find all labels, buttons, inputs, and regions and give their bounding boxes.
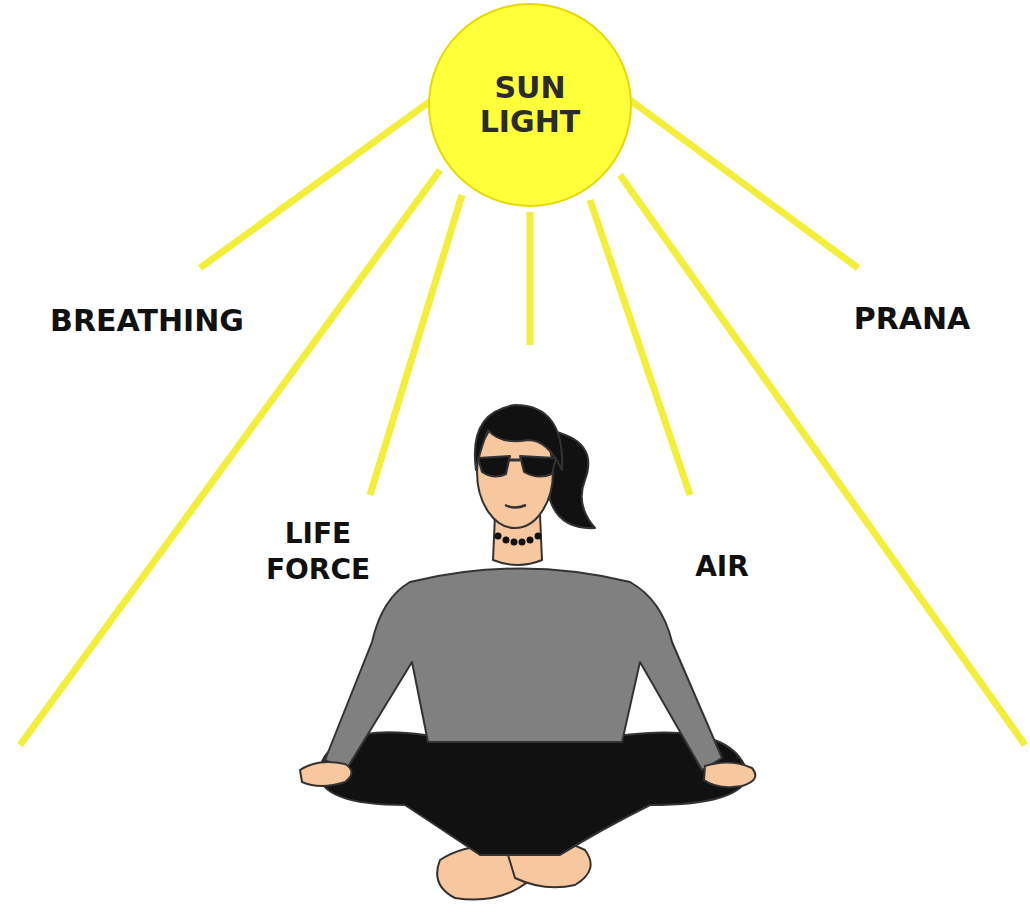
- ray-label: PRANA: [822, 299, 1002, 338]
- meditating-woman: [300, 405, 755, 900]
- ray-label: BREATHING: [17, 301, 277, 340]
- ray-label: LIFE FORCE: [253, 516, 383, 589]
- ray-label: AIR: [677, 549, 767, 585]
- sun-label: SUN LIGHT: [475, 71, 585, 138]
- sun-circle: SUN LIGHT: [427, 2, 633, 208]
